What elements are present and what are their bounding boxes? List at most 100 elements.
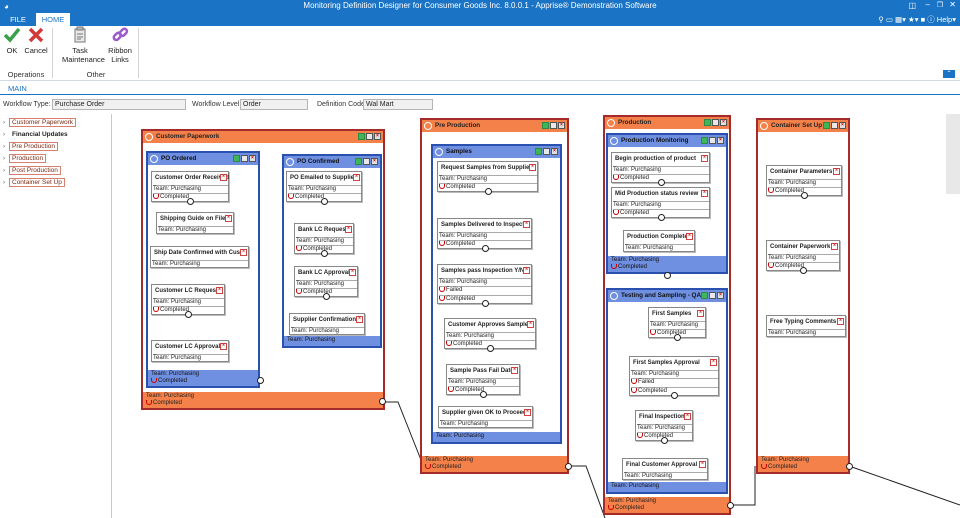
delete-task-icon[interactable]: × xyxy=(686,233,693,240)
edit-icon[interactable] xyxy=(831,122,838,129)
layout-icon[interactable]: ▦▾ xyxy=(895,15,906,24)
task-node[interactable]: Shipping Guide on File×Team: Purchasing xyxy=(156,212,234,234)
remove-icon[interactable]: × xyxy=(717,137,724,144)
task-status-completed[interactable]: Completed xyxy=(637,432,692,439)
connection-port[interactable] xyxy=(484,188,492,195)
color-icon[interactable] xyxy=(701,137,708,144)
edit-icon[interactable] xyxy=(241,155,248,162)
list-item[interactable]: ›Post Production xyxy=(3,166,61,175)
task-status-completed[interactable]: Completed xyxy=(631,387,718,394)
connection-port[interactable] xyxy=(487,345,494,352)
collapse-icon[interactable] xyxy=(286,158,294,166)
remove-icon[interactable]: × xyxy=(839,122,846,129)
edit-icon[interactable] xyxy=(366,133,373,140)
delete-task-icon[interactable]: × xyxy=(710,359,717,366)
delete-task-icon[interactable]: × xyxy=(701,155,708,162)
task-node[interactable]: Request Samples from Supplier×Team: Purc… xyxy=(437,161,538,195)
task-status-completed[interactable]: Completed xyxy=(650,329,705,336)
delete-task-icon[interactable]: × xyxy=(523,221,530,228)
collapse-icon[interactable] xyxy=(610,292,618,300)
remove-icon[interactable]: × xyxy=(720,119,727,126)
task-status-failed[interactable]: Failed xyxy=(631,378,718,385)
task-node[interactable]: Customer Approves Sample×Team: Purchasin… xyxy=(444,318,536,352)
search-icon[interactable]: ⚲ xyxy=(878,15,884,24)
connection-port[interactable] xyxy=(480,391,487,398)
task-status-completed[interactable]: Completed xyxy=(768,262,839,269)
color-icon[interactable] xyxy=(535,148,542,155)
delete-task-icon[interactable]: × xyxy=(697,310,704,317)
connection-port[interactable] xyxy=(185,311,192,318)
delete-task-icon[interactable]: × xyxy=(524,409,531,416)
connection-port[interactable] xyxy=(565,463,572,470)
edit-icon[interactable] xyxy=(709,137,716,144)
chat-icon[interactable]: ■ xyxy=(920,15,926,24)
tab-file[interactable]: FILE xyxy=(10,15,26,24)
task-node[interactable]: Mid Production status review×Team: Purch… xyxy=(611,187,710,221)
collapse-icon[interactable] xyxy=(607,119,615,127)
task-status-completed[interactable]: Completed xyxy=(613,209,709,216)
delete-task-icon[interactable]: × xyxy=(701,190,708,197)
delete-task-icon[interactable]: × xyxy=(220,174,227,181)
connection-port[interactable] xyxy=(323,293,330,300)
collapse-icon[interactable] xyxy=(424,122,432,130)
task-status-completed[interactable]: Completed xyxy=(153,306,224,313)
connection-port[interactable] xyxy=(187,198,194,205)
list-item[interactable]: ›Customer Paperwork xyxy=(3,118,77,127)
task-status-failed[interactable]: Failed xyxy=(439,286,531,293)
task-status-completed[interactable]: Completed xyxy=(439,183,537,190)
connection-port[interactable] xyxy=(257,377,264,384)
task-node[interactable]: Samples Delivered to Inspect×Team: Purch… xyxy=(437,218,532,252)
delete-task-icon[interactable]: × xyxy=(699,461,706,468)
connection-port[interactable] xyxy=(664,272,671,279)
edit-icon[interactable] xyxy=(363,158,370,165)
remove-icon[interactable]: × xyxy=(371,158,378,165)
list-item[interactable]: ›Production xyxy=(3,154,47,163)
minimize-icon[interactable]: – xyxy=(925,0,930,9)
edit-icon[interactable] xyxy=(712,119,719,126)
color-icon[interactable] xyxy=(704,119,711,126)
task-status-completed[interactable]: Completed xyxy=(296,245,353,252)
delete-task-icon[interactable]: × xyxy=(225,215,232,222)
collapse-icon[interactable] xyxy=(760,122,768,130)
color-icon[interactable] xyxy=(701,292,708,299)
connection-port[interactable] xyxy=(801,192,808,199)
task-node[interactable]: Production Complete×Team: Purchasing xyxy=(623,230,695,252)
task-node[interactable]: Samples pass Inspection Y/N×Team: Purcha… xyxy=(437,264,532,307)
task-status-completed[interactable]: Completed xyxy=(613,174,709,181)
delete-task-icon[interactable]: × xyxy=(353,174,360,181)
delete-task-icon[interactable]: × xyxy=(529,164,536,171)
delete-task-icon[interactable]: × xyxy=(527,321,534,328)
delete-task-icon[interactable]: × xyxy=(837,318,844,325)
help-icon[interactable]: ⓘ xyxy=(927,15,935,24)
delete-task-icon[interactable]: × xyxy=(240,249,247,256)
collapse-icon[interactable] xyxy=(435,148,443,156)
maximize-icon[interactable]: ❐ xyxy=(936,2,943,9)
cancel-button[interactable]: Cancel xyxy=(24,26,48,55)
collapse-icon[interactable] xyxy=(145,133,153,141)
definition-code-field[interactable]: Wal Mart xyxy=(363,99,433,110)
connection-port[interactable] xyxy=(800,267,807,274)
ok-button[interactable]: OK xyxy=(3,26,21,55)
edit-icon[interactable] xyxy=(543,148,550,155)
workflow-level-field[interactable]: Order xyxy=(240,99,308,110)
delete-task-icon[interactable]: × xyxy=(220,343,227,350)
task-status-completed[interactable]: Completed xyxy=(296,288,357,295)
color-icon[interactable] xyxy=(823,122,830,129)
color-icon[interactable] xyxy=(233,155,240,162)
help-menu[interactable]: Help xyxy=(936,15,953,24)
task-status-completed[interactable]: Completed xyxy=(153,193,228,200)
delete-task-icon[interactable]: × xyxy=(523,267,530,274)
connection-port[interactable] xyxy=(321,198,328,205)
connection-port[interactable] xyxy=(657,214,665,221)
list-item[interactable]: ›Container Set Up xyxy=(3,178,65,187)
workflow-type-field[interactable]: Purchase Order xyxy=(52,99,186,110)
task-node[interactable]: Ship Date Confirmed with Cust×Team: Purc… xyxy=(150,246,249,268)
connection-port[interactable] xyxy=(661,437,668,444)
color-icon[interactable] xyxy=(542,122,549,129)
tab-main[interactable]: MAIN xyxy=(8,84,27,93)
